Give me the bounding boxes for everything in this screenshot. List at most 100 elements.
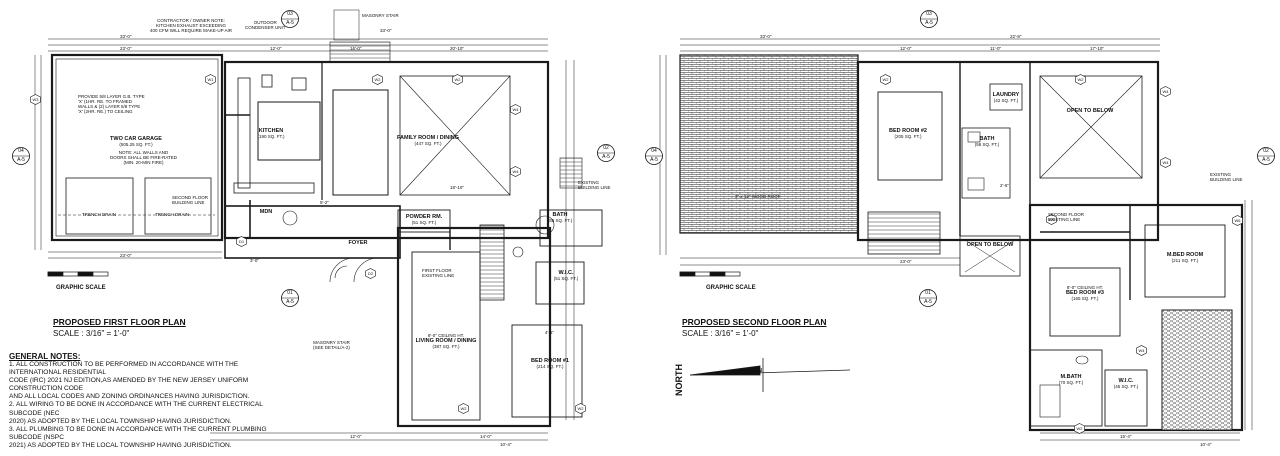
- window-tag: W2: [452, 74, 463, 85]
- trench-drain-right: TRENCH DRAIN: [155, 212, 190, 217]
- second-floor-line-note: SECOND FLOOR EXISTING LINE: [1048, 212, 1085, 222]
- first-floor-plan: [34, 9, 603, 441]
- section-marker: 03 A-5: [919, 9, 939, 29]
- window-tag: W4: [510, 104, 521, 115]
- dimension-label: 33'-0": [120, 34, 132, 39]
- second-floor-plan: [659, 38, 1253, 441]
- existing-line-note: EXISTING BUILDING LINE: [578, 180, 611, 190]
- dimension-label: 10'-4": [500, 442, 512, 447]
- window-tag: W5: [1046, 214, 1057, 225]
- room-powder: POWDER RM. (51 SQ. FT.): [405, 214, 443, 225]
- roof-note: 3" x 12" WOOD ROOF: [735, 194, 781, 199]
- window-tag: W4: [1160, 86, 1171, 97]
- graphic-scale-label-2: GRAPHIC SCALE: [706, 285, 756, 291]
- dimension-label: 18'-10": [450, 185, 464, 190]
- main-house-walls: [223, 60, 550, 240]
- master-bedroom-box: [1144, 224, 1226, 298]
- room-two-car-garage: TWO CAR GARAGE (505.25 SQ. FT.): [110, 136, 162, 147]
- section-marker: 01 A-5: [280, 288, 300, 308]
- general-note-line: SUBCODE (NEC: [9, 409, 60, 417]
- first-floor-scale: SCALE : 3/16" = 1'-0": [53, 329, 130, 338]
- garage-fire-note: PROVIDE 5/8 LAYER G.B. TYPE 'X' (1HR. RE…: [78, 94, 145, 114]
- brick-porch-roof: [1161, 309, 1233, 431]
- dimension-label: 15'-4": [1120, 434, 1132, 439]
- second-lower-walls: [1028, 203, 1244, 432]
- room-mdn: MDN: [259, 209, 273, 215]
- general-note-line: 2021) AS ADOPTED BY THE LOCAL TOWNSHIP H…: [9, 441, 232, 449]
- dimension-label: 17'-10": [1090, 46, 1104, 51]
- section-marker: 04 A-5: [11, 146, 31, 166]
- room-family-dining: FAMILY ROOM / DINING (447 SQ. FT.): [396, 135, 460, 146]
- general-note-line: CONSTRUCTION CODE: [9, 385, 83, 393]
- dimension-label: 11'-0": [990, 46, 1002, 51]
- second-floor-title: PROPOSED SECOND FLOOR PLAN: [682, 317, 827, 327]
- graphic-scale-label: GRAPHIC SCALE: [56, 285, 106, 291]
- contractor-note: CONTRACTOR / OWNER NOTE: KITCHEN EXHAUST…: [150, 18, 233, 33]
- first-floor-title: PROPOSED FIRST FLOOR PLAN: [53, 317, 186, 327]
- general-note-line: 1. ALL CONSTRUCTION TO BE PERFORMED IN A…: [9, 361, 239, 368]
- open-to-below-box: [1039, 75, 1143, 179]
- room-wic: W.I.C. (51 SQ. FT.): [553, 270, 579, 281]
- dimension-label: 23'-0": [900, 259, 912, 264]
- room-living-dining: 8'-0" CEILING HT. LIVING ROOM / DINING (…: [415, 333, 477, 349]
- garage-door-left: [65, 177, 134, 235]
- room-master-bedroom: M.BED ROOM (211 SQ. FT.): [1166, 252, 1204, 263]
- window-tag: W6: [1232, 215, 1243, 226]
- window-tag: W4: [1160, 157, 1171, 168]
- dimension-label: 14'-0": [480, 434, 492, 439]
- dimension-label: 23'-0": [120, 253, 132, 258]
- window-tag: W2: [1074, 423, 1085, 434]
- garage-door-note: NOTE: ALL WALLS AND DOORS SHALL BE FIRE-…: [110, 150, 178, 165]
- general-note-line: SUBCODE (NSPC: [9, 433, 64, 441]
- room-foyer: FOYER: [348, 240, 368, 246]
- room-open-to-below-2: OPEN TO BELOW: [966, 242, 1014, 248]
- family-room-box: [332, 89, 389, 196]
- window-tag: W2: [372, 74, 383, 85]
- window-tag: W2: [458, 403, 469, 414]
- masonry-stair-note: MASONRY STAIR: [362, 13, 399, 18]
- graphic-scale-bar-1: [47, 271, 109, 277]
- kitchen-island: [257, 101, 321, 161]
- window-tag: W2: [1075, 74, 1086, 85]
- dimension-label: 12'-0": [350, 434, 362, 439]
- dimension-label: 5'-2": [320, 200, 329, 205]
- room-bedroom-3: 8'-0" CEILING HT. BED ROOM #3 (165 SQ. F…: [1066, 285, 1104, 301]
- north-arrow: [689, 358, 851, 392]
- window-tag: W1: [205, 74, 216, 85]
- door-tag: D1: [236, 236, 247, 247]
- wic-box: [535, 261, 585, 305]
- roof-area: [679, 54, 859, 234]
- room-kitchen: KITCHEN (190 SQ. FT.): [257, 128, 285, 139]
- dimension-label: 33'-0": [760, 34, 772, 39]
- general-notes: GENERAL NOTES: 1. ALL CONSTRUCTION TO BE…: [9, 352, 267, 450]
- bedroom-3-box: [1049, 267, 1121, 337]
- lower-wing-walls: [396, 226, 552, 428]
- dimension-label: 20'-10": [450, 46, 464, 51]
- window-tag: W2: [880, 74, 891, 85]
- general-note-line: CODE (IRC) 2021 NJ EDITION,AS AMENDED BY…: [9, 377, 249, 385]
- window-tag: W4: [1136, 345, 1147, 356]
- bath-box: [539, 209, 603, 247]
- wic-2-box: [1104, 369, 1148, 427]
- garage-walls: [50, 53, 224, 242]
- window-tag: W4: [510, 166, 521, 177]
- general-note-line: 2020) AS ADOPTED BY THE LOCAL TOWNSHIP H…: [9, 417, 232, 425]
- dimension-label: 3'-0": [250, 258, 259, 263]
- general-note-line: 3. ALL PLUMBING TO BE DONE IN ACCORDANCE…: [9, 425, 267, 433]
- general-note-line: AND ALL LOCAL CODES AND ZONING ORDINANCE…: [9, 393, 250, 401]
- room-bath: BATH (55 SQ. FT.): [547, 212, 573, 223]
- general-note-line: INTERNATIONAL RESIDENTIAL: [9, 369, 107, 377]
- dimension-lines-2: [659, 38, 1253, 441]
- living-room-box: [411, 251, 481, 421]
- room-bath-2: BATH (56 SQ. FT.): [974, 136, 1000, 147]
- condenser-note: OUTDOOR CONDENSER UNIT: [245, 20, 286, 30]
- dimension-label: 10'-4": [1200, 442, 1212, 447]
- dimension-label: 23'-0": [120, 46, 132, 51]
- section-marker: 03 A-5: [280, 9, 300, 29]
- dimension-label: 12'-0": [900, 46, 912, 51]
- room-wic-2: W.I.C. (45 SQ. FT.): [1113, 378, 1139, 389]
- room-bedroom-1: BED ROOM #1 (214 SQ. FT.): [531, 358, 569, 369]
- garage-door-right: [144, 177, 212, 235]
